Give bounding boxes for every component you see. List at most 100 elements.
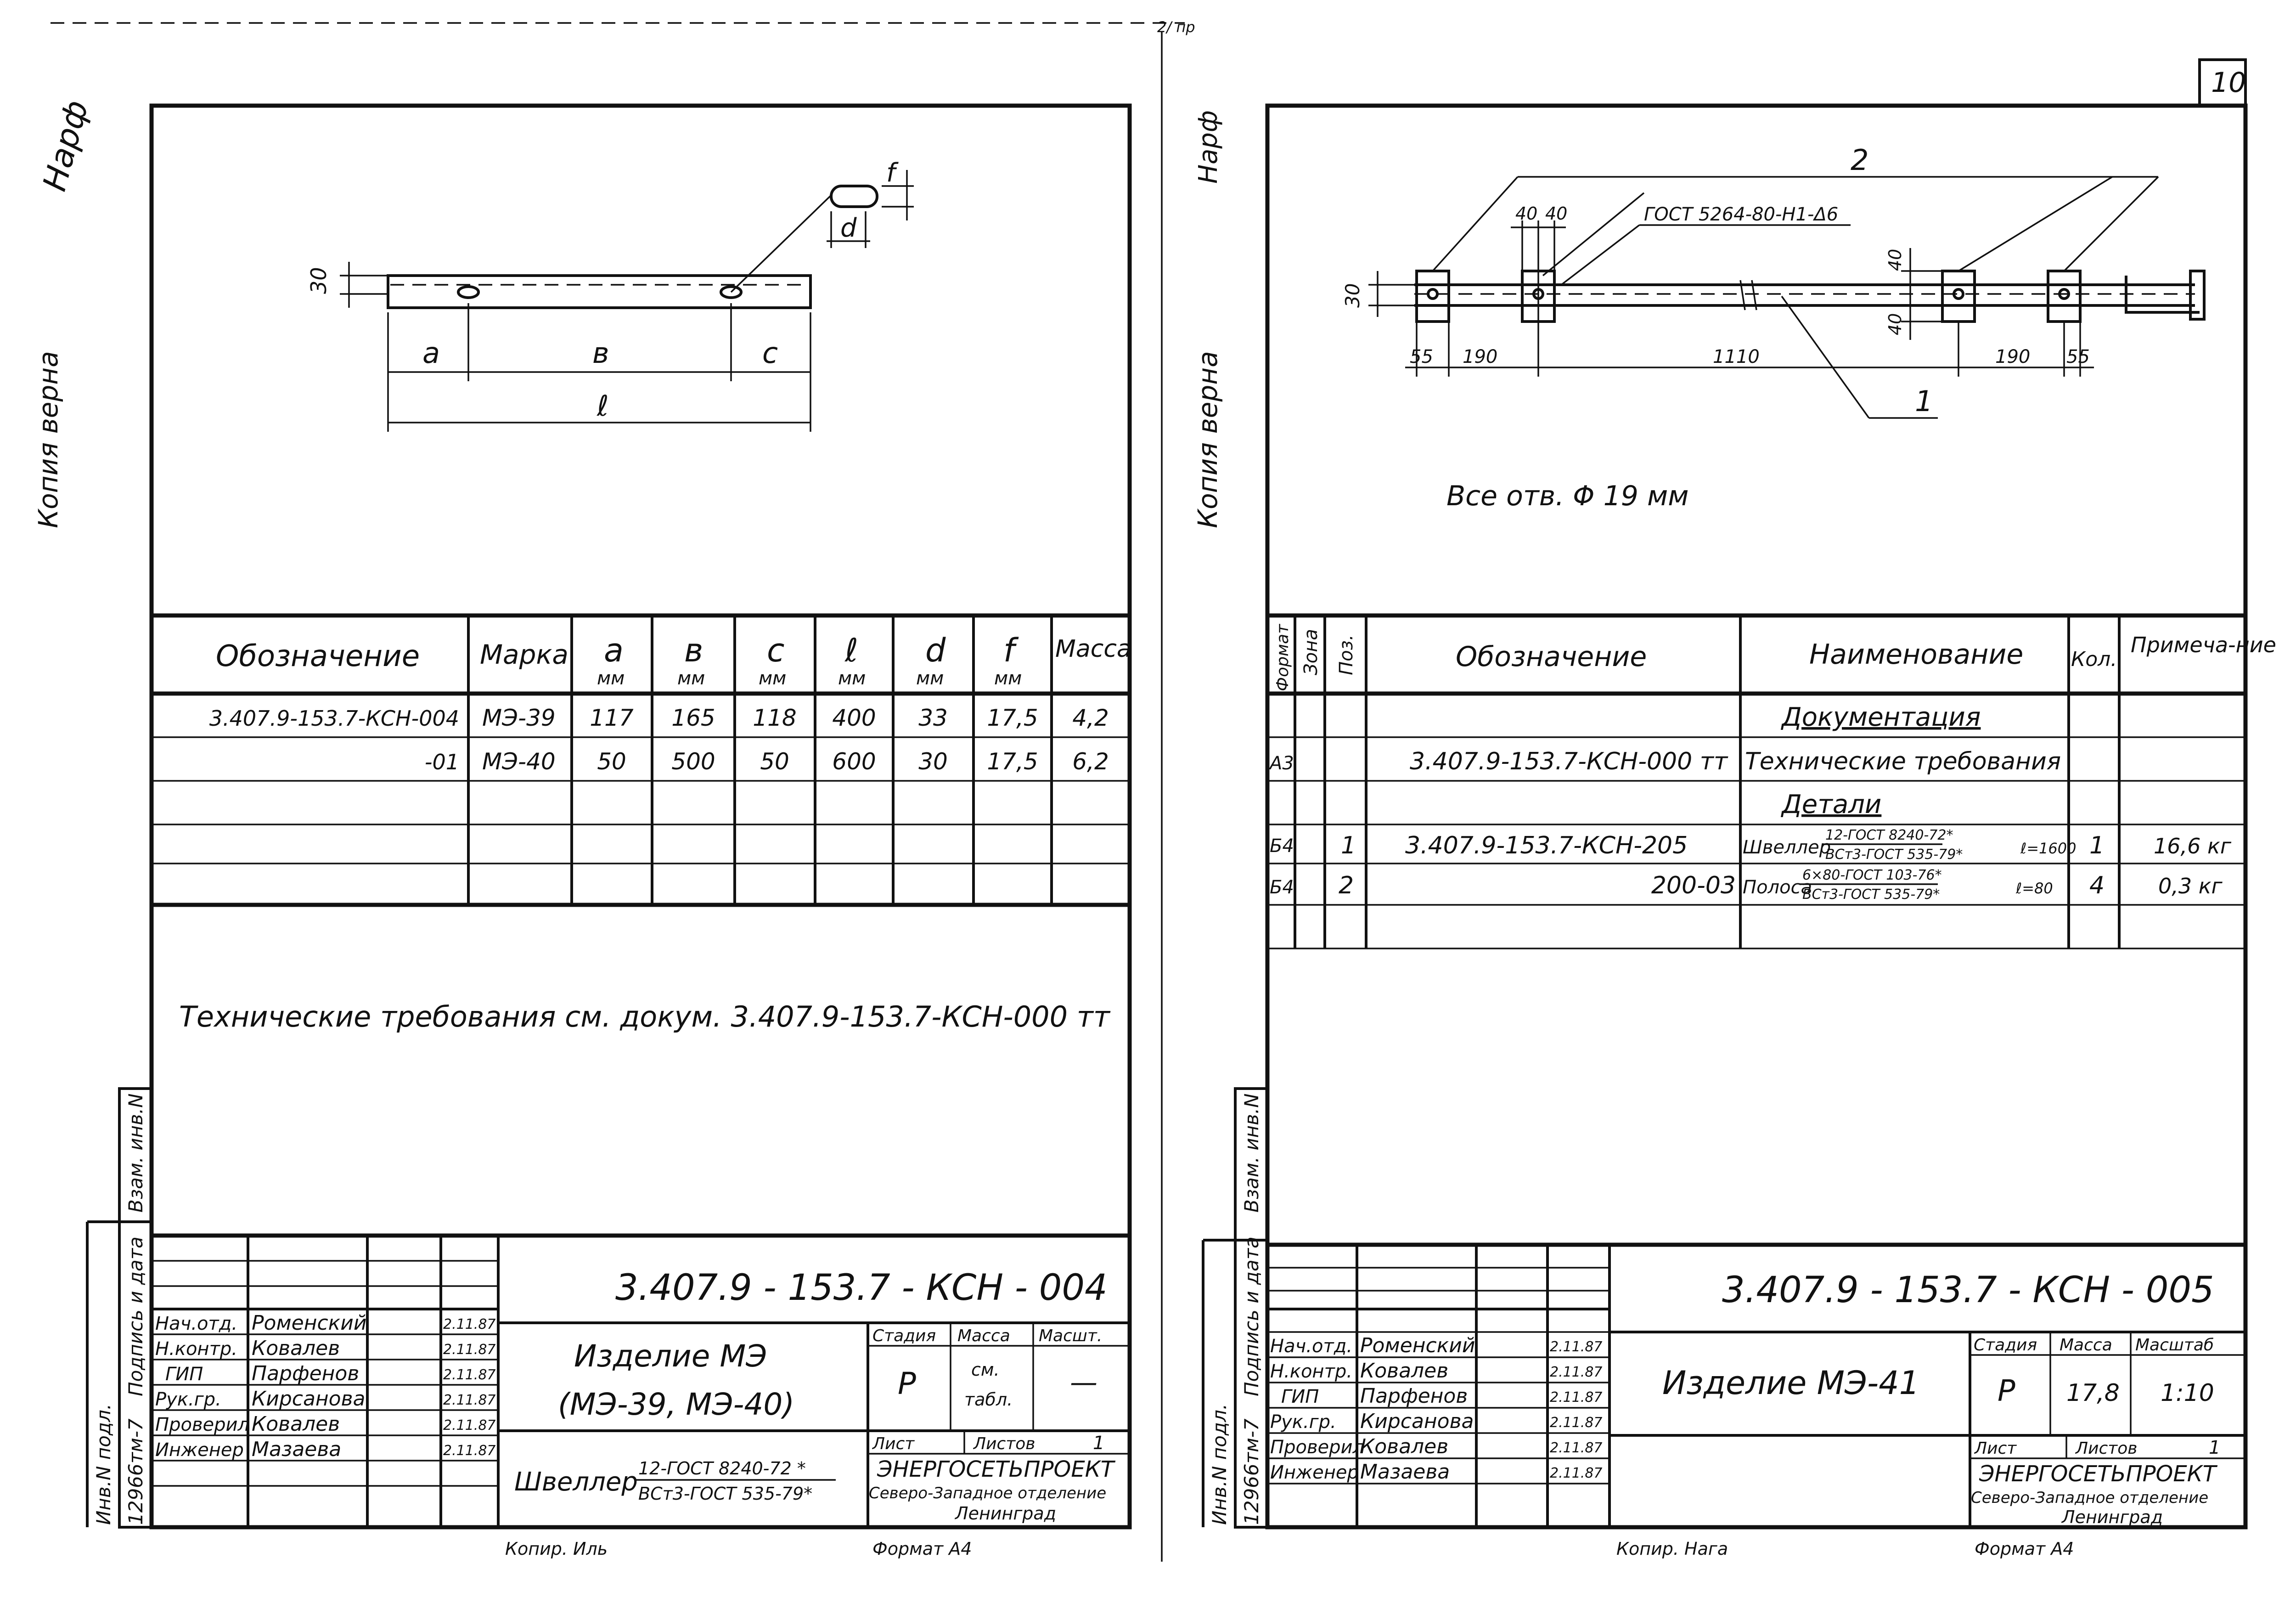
right-section-parts: Детали <box>1780 790 1881 819</box>
right-r2-designation: 200-03 <box>1651 872 1736 899</box>
right-th-zone: Зона <box>1300 629 1322 675</box>
left-th-a: a <box>604 632 624 669</box>
left-dim-a: a <box>422 336 440 370</box>
left-podpis-data: Подпись и дата <box>124 1236 147 1396</box>
left-tb-name-line1: Изделие МЭ <box>574 1338 767 1374</box>
right-format: Формат А4 <box>1975 1539 2074 1559</box>
right-dim-190b: 190 <box>1995 346 2030 367</box>
right-tb-scale: 1:10 <box>2161 1379 2214 1407</box>
right-r1-name-bottom: ВСт3-ГОСТ 535-79* <box>1825 847 1963 863</box>
right-spec-table-grid <box>1267 613 2245 949</box>
left-tb-name-5: Мазаева <box>252 1438 341 1461</box>
right-tb-date-2: 2.11.87 <box>1550 1389 1603 1406</box>
left-th-l: ℓ <box>844 632 858 669</box>
right-tb-mass: 17,8 <box>2066 1379 2120 1407</box>
page-number: 10 <box>2211 67 2246 99</box>
left-th-c: c <box>767 632 785 669</box>
right-tb-role-2: ГИП <box>1281 1386 1319 1407</box>
right-r2-name-bottom: ВСт3-ГОСТ 535-79* <box>1802 886 1940 903</box>
left-tb-name-line2: (МЭ-39, МЭ-40) <box>558 1387 794 1422</box>
right-tb-name-2: Парфенов <box>1360 1384 1468 1408</box>
right-tb-role-5: Инженер <box>1270 1462 1359 1483</box>
right-r2-name: Полоса <box>1743 877 1812 898</box>
left-dim-f: f <box>886 158 899 188</box>
right-tb-city: Ленинград <box>2061 1507 2163 1527</box>
left-th-d: d <box>925 632 946 669</box>
left-tb-role-2: ГИП <box>165 1364 203 1385</box>
right-dim-40v2: 40 <box>1885 313 1905 335</box>
left-tb-date-3: 2.11.87 <box>443 1392 496 1408</box>
left-r1-c: 50 <box>760 748 789 775</box>
right-tb-name-5: Мазаева <box>1360 1460 1450 1484</box>
right-r0-designation: 3.407.9-153.7-КСН-000 тт <box>1410 748 1728 775</box>
left-dim-l: ℓ <box>597 389 609 423</box>
left-tb-date-5: 2.11.87 <box>443 1443 496 1459</box>
right-tb-code: 3.407.9 - 153.7 - КСН - 005 <box>1722 1270 2214 1311</box>
left-r1-mark: МЭ-40 <box>482 748 556 775</box>
right-tb-name-3: Кирсанова <box>1360 1410 1474 1433</box>
right-r2-pos: 2 <box>1339 872 1354 899</box>
left-tb-name-3: Кирсанова <box>252 1387 366 1411</box>
left-tb-scale-h: Масшт. <box>1039 1326 1102 1345</box>
right-tb-name-1: Ковалев <box>1360 1359 1448 1383</box>
right-tb-date-5: 2.11.87 <box>1550 1465 1603 1481</box>
right-tb-stage-h: Стадия <box>1974 1336 2037 1355</box>
right-gost: ГОСТ 5264-80-Н1-Δ6 <box>1644 204 1838 225</box>
left-archive-no: 12966тм-7 <box>124 1418 147 1525</box>
right-r1-name-suffix: ℓ=1600 <box>2020 840 2076 857</box>
right-tb-role-4: Проверил <box>1270 1437 1364 1458</box>
left-r1-d: 30 <box>918 748 948 775</box>
left-r1-l: 600 <box>832 748 876 775</box>
left-r0-mark: МЭ-39 <box>482 705 556 731</box>
left-dim-30: 30 <box>306 267 331 294</box>
right-dim-1110: 1110 <box>1713 346 1760 367</box>
left-tb-code: 3.407.9 - 153.7 - КСН - 004 <box>615 1267 1108 1309</box>
right-r1-designation: 3.407.9-153.7-КСН-205 <box>1405 832 1688 859</box>
right-dim-40v1: 40 <box>1885 249 1905 271</box>
right-podpis-data: Подпись и дата <box>1240 1236 1263 1396</box>
left-tb-material-name: Швеллер <box>514 1467 638 1497</box>
right-r1-name-top: 12-ГОСТ 8240-72* <box>1825 827 1953 843</box>
left-tech-note: Технические требования см. докум. 3.407.… <box>179 1000 1111 1033</box>
left-frame <box>149 103 1132 1530</box>
right-r1-name: Швеллер <box>1743 837 1831 858</box>
right-tb-date-1: 2.11.87 <box>1550 1364 1603 1380</box>
copy-true-right: Копия верна <box>1192 351 1223 528</box>
right-tb-sheet-h: Лист <box>1974 1439 2017 1458</box>
right-dim-40a: 40 <box>1515 203 1537 224</box>
left-tb-role-0: Нач.отд. <box>155 1313 237 1334</box>
left-r1-a: 50 <box>597 748 626 775</box>
right-r1-format: Б4 <box>1270 835 1294 857</box>
right-archive-no: 12966тм-7 <box>1240 1418 1263 1525</box>
right-pos1: 1 <box>1915 384 1933 418</box>
right-dim-190a: 190 <box>1463 346 1497 367</box>
right-tb-date-0: 2.11.87 <box>1550 1339 1603 1355</box>
right-tb-role-3: Рук.гр. <box>1270 1411 1336 1433</box>
page-number-box <box>2198 58 2247 107</box>
left-copied: Копир. Иль <box>505 1539 608 1559</box>
right-r0-name: Технические требования <box>1745 748 2061 775</box>
left-tb-sheets: 1 <box>1093 1433 1104 1454</box>
left-r1-f: 17,5 <box>987 748 1038 775</box>
left-format: Формат А4 <box>872 1539 972 1559</box>
left-r0-mass: 4,2 <box>1072 705 1109 731</box>
right-holes-note: Все отв. Φ 19 мм <box>1446 480 1689 512</box>
signature-right: Нарф <box>1193 110 1223 184</box>
left-tb-date-2: 2.11.87 <box>443 1367 496 1383</box>
left-tb-city: Ленинград <box>954 1503 1056 1524</box>
left-tb-name-2: Парфенов <box>252 1362 359 1385</box>
left-tb-org: ЭНЕРГОСЕТЬПРОЕКТ <box>877 1456 1116 1482</box>
right-tb-sheets-h: Листов <box>2075 1439 2137 1458</box>
right-title-block-grid <box>1267 1242 2245 1527</box>
left-th-c-unit: мм <box>759 668 786 689</box>
left-part-drawing <box>340 170 914 432</box>
left-th-f-unit: мм <box>994 668 1022 689</box>
left-tb-material-top: 12-ГОСТ 8240-72 * <box>638 1458 806 1479</box>
right-r2-format: Б4 <box>1270 877 1294 898</box>
left-r0-f: 17,5 <box>987 705 1038 731</box>
left-tb-role-5: Инженер <box>155 1439 244 1461</box>
right-dim-40b: 40 <box>1545 203 1567 224</box>
right-th-format: Формат <box>1273 624 1292 691</box>
left-tb-mass-line1: см. <box>971 1360 1000 1380</box>
